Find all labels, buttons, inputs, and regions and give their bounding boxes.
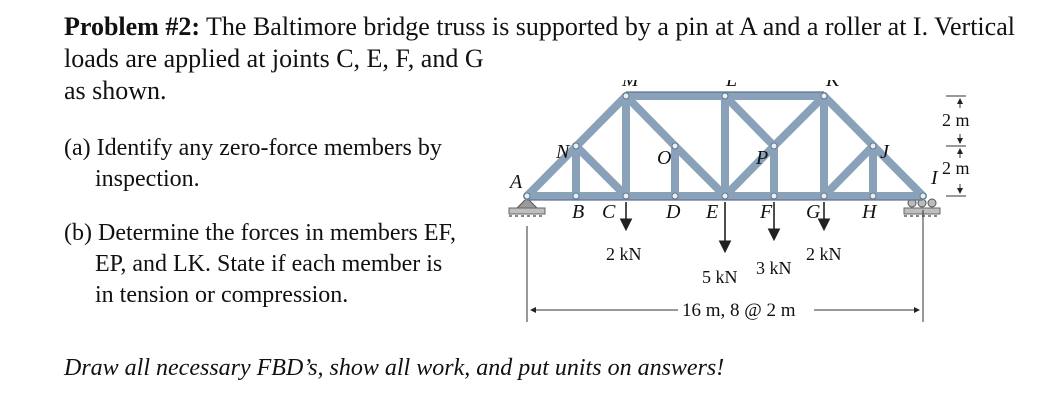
truss-figure: A B C D E F G H I J K L M N O P 2 kN 5 k… — [508, 80, 970, 322]
problem-statement-text: The Baltimore bridge truss is supported … — [206, 12, 1015, 41]
part-b: (b) Determine the forces in members EF, … — [64, 218, 456, 311]
joint-label-k: K — [825, 80, 841, 91]
pin-support-a — [508, 197, 546, 217]
joint-label-n: N — [555, 141, 571, 163]
part-b-line-1: (b) Determine the forces in members EF, — [64, 220, 456, 246]
load-label-g: 2 kN — [806, 244, 842, 264]
joint-label-f: F — [759, 201, 773, 223]
joint-label-i: I — [930, 167, 939, 189]
joint-label-e: E — [705, 201, 718, 223]
joint-label-o: O — [657, 147, 671, 169]
applied-loads — [619, 202, 831, 254]
part-a: (a) Identify any zero-force members by i… — [64, 133, 442, 195]
joint-label-a: A — [508, 171, 523, 193]
joint-label-h: H — [861, 201, 878, 223]
problem-statement-line-3: as shown. — [64, 76, 167, 105]
joint-label-c: C — [602, 201, 616, 223]
span-dimension-label: 16 m, 8 @ 2 m — [682, 300, 796, 321]
truss-member-outlines — [527, 91, 923, 201]
load-label-c: 2 kN — [606, 244, 642, 264]
height-dimension — [946, 95, 966, 197]
truss-members — [523, 92, 927, 200]
problem-heading: Problem #2: — [64, 12, 200, 41]
joint-label-d: D — [665, 201, 681, 223]
height-label-lower: 2 m — [942, 158, 970, 178]
part-b-line-2: EP, and LK. State if each member is — [95, 251, 443, 277]
part-a-line-1: (a) Identify any zero-force members by — [64, 135, 442, 161]
joint-label-p: P — [755, 147, 768, 169]
joint-label-j: J — [880, 141, 890, 163]
load-label-e: 5 kN — [702, 267, 738, 287]
joint-label-l: L — [725, 80, 737, 91]
problem-statement-line-1: Problem #2: The Baltimore bridge truss i… — [64, 12, 1015, 42]
problem-statement-line-2: loads are applied at joints C, E, F, and… — [64, 44, 484, 73]
span-dimension — [526, 210, 924, 322]
roller-support-i — [903, 198, 941, 217]
joint-label-m: M — [621, 80, 640, 91]
height-label-upper: 2 m — [942, 110, 970, 130]
load-label-f: 3 kN — [756, 258, 792, 278]
part-a-line-2: inspection. — [95, 166, 200, 192]
joint-label-b: B — [572, 201, 584, 223]
truss-joints — [523, 92, 927, 200]
part-b-line-3: in tension or compression. — [95, 282, 349, 308]
instructions-footer: Draw all necessary FBD’s, show all work,… — [64, 355, 725, 381]
joint-label-g: G — [806, 201, 821, 223]
